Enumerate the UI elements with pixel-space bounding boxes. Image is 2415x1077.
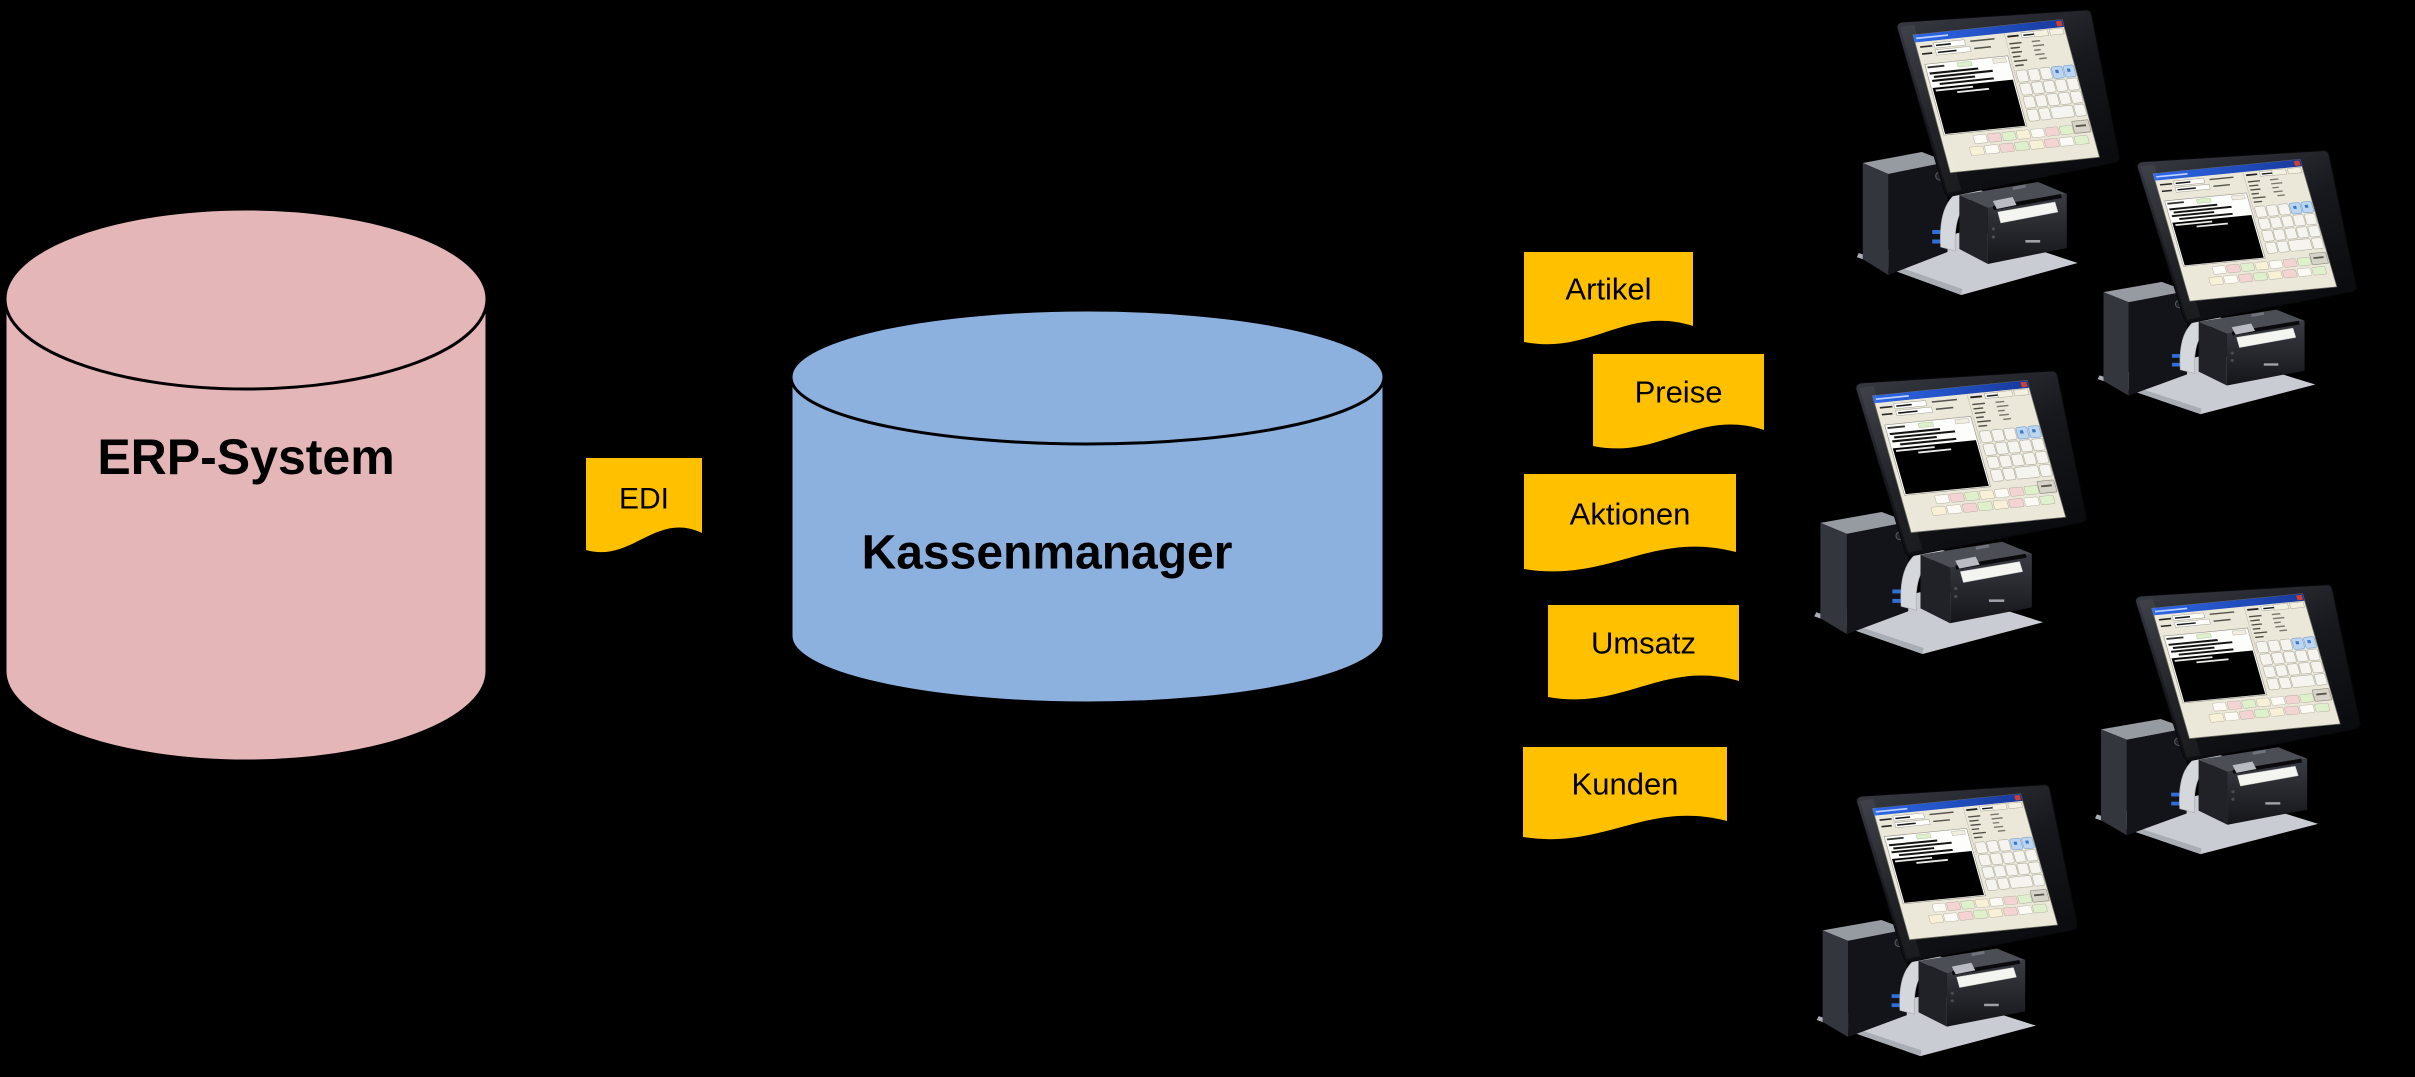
pos-terminal-4 <box>2083 580 2362 856</box>
flag-label: Kunden <box>1572 767 1679 802</box>
flag-shape <box>1523 747 1727 840</box>
kassenmanager-cylinder-body <box>789 308 1386 705</box>
erp-cylinder: ERP-System <box>3 207 489 763</box>
erp-cylinder-body <box>3 207 489 763</box>
flag-shape <box>1548 605 1739 700</box>
data-flag-artikel: Artikel <box>1524 252 1693 345</box>
kassenmanager-label: Kassenmanager <box>862 527 1233 580</box>
flag-shape <box>1524 474 1736 572</box>
kassenmanager-cylinder-top-edge <box>789 376 1386 446</box>
pos-terminal-icon <box>1817 785 2077 1056</box>
pos-terminal-2 <box>2086 146 2358 416</box>
flag-shape <box>1593 354 1764 449</box>
pos-terminal-5 <box>1805 780 2079 1058</box>
pos-terminal-icon <box>2098 151 2357 415</box>
pos-terminal-icon <box>2095 585 2360 854</box>
pos-terminal-1 <box>1845 5 2121 297</box>
edi-label: EDI <box>619 483 669 516</box>
edi-flag: EDI <box>586 458 702 553</box>
flag-label: Umsatz <box>1591 626 1696 661</box>
flag-label: Aktionen <box>1570 497 1691 532</box>
kassenmanager-cylinder: Kassenmanager <box>789 308 1386 705</box>
erp-label: ERP-System <box>97 429 394 485</box>
flag-shape <box>1524 252 1693 345</box>
data-flag-preise: Preise <box>1593 354 1764 449</box>
pos-terminal-icon <box>1814 371 2086 654</box>
flag-label: Artikel <box>1565 272 1651 307</box>
data-flag-aktionen: Aktionen <box>1524 474 1736 572</box>
data-flag-umsatz: Umsatz <box>1548 605 1739 700</box>
edi-flag-shape <box>586 458 702 553</box>
pos-terminal-icon <box>1857 10 2119 295</box>
data-flag-kunden: Kunden <box>1523 747 1727 840</box>
erp-cylinder-top-edge <box>3 298 489 391</box>
pos-terminal-3 <box>1802 366 2088 656</box>
flag-label: Preise <box>1635 375 1723 410</box>
